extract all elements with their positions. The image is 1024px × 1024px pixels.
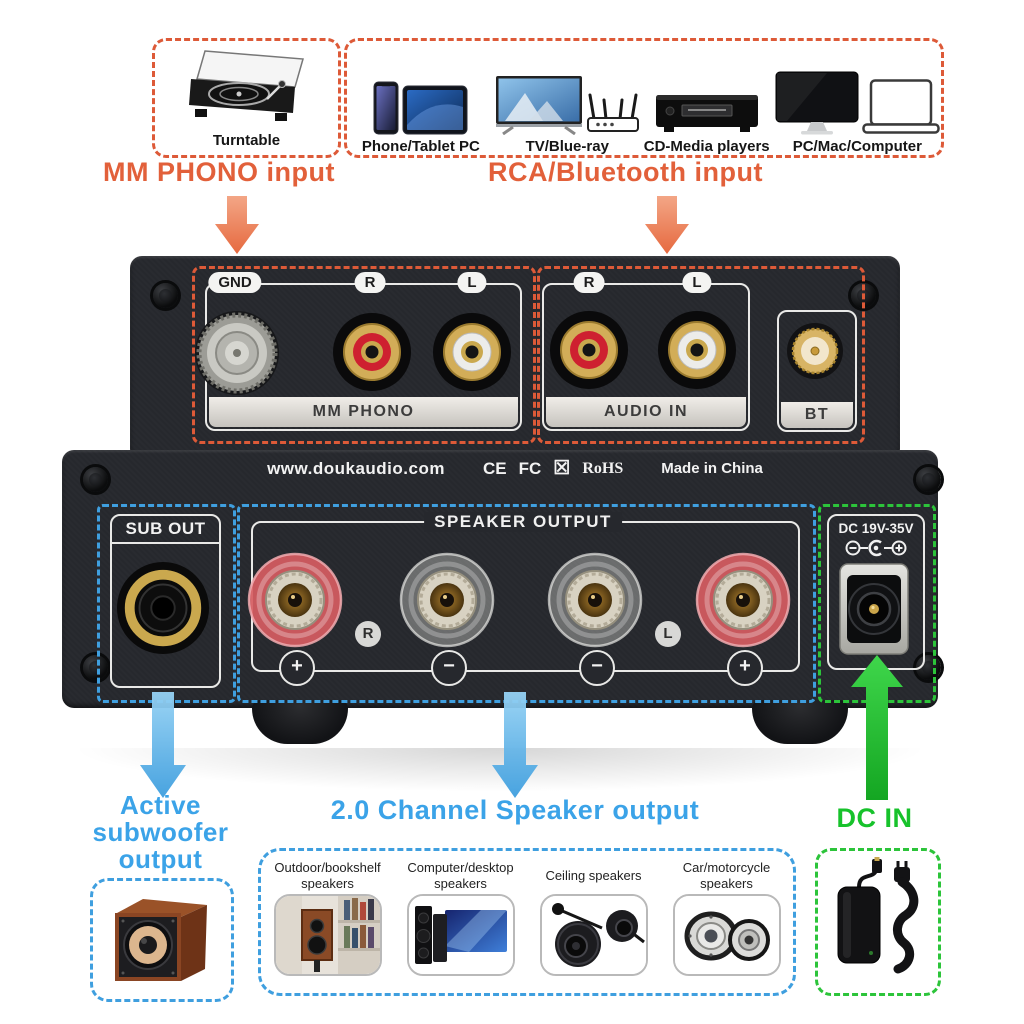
turntable-icon bbox=[189, 50, 304, 121]
audio-right-label: R bbox=[573, 272, 605, 293]
car-speakers-image bbox=[672, 894, 781, 976]
terminal-minus: − bbox=[579, 650, 615, 686]
screw bbox=[83, 467, 108, 492]
speaker-type-desktop: Computer/desktop speakers bbox=[394, 851, 527, 993]
mm-phono-callout-box bbox=[192, 266, 536, 444]
audio-left-label: L bbox=[682, 272, 712, 293]
arrow-up-icon bbox=[851, 655, 903, 800]
power-adapter-group bbox=[815, 848, 941, 996]
gnd-label: GND bbox=[208, 272, 262, 293]
source-cd-player: CD-Media players bbox=[640, 41, 774, 155]
speaker-output-callout-box bbox=[237, 504, 816, 703]
cd-player-icon bbox=[655, 95, 758, 132]
terminal-minus: − bbox=[431, 650, 467, 686]
tablet-icon bbox=[402, 85, 468, 135]
mm-phono-input-heading: MM PHONO input bbox=[103, 157, 335, 187]
sub-out-section: SUB OUT bbox=[110, 514, 221, 688]
subwoofer-output-heading: Active subwoofer output bbox=[92, 790, 229, 874]
ce-mark-icon: CE bbox=[482, 458, 507, 478]
speaker-type-bookshelf: Outdoor/bookshelf speakers bbox=[261, 851, 394, 993]
pc-mac-label: PC/Mac/Computer bbox=[792, 138, 922, 155]
imac-icon bbox=[775, 71, 859, 135]
turntable-group: Turntable bbox=[152, 38, 341, 158]
rca-bluetooth-input-heading: RCA/Bluetooth input bbox=[488, 157, 763, 187]
rca-bt-callout-box bbox=[537, 266, 865, 444]
arrow-down-icon bbox=[645, 196, 689, 254]
source-tv-bluray: TV/Blue-ray bbox=[495, 41, 640, 155]
router-icon bbox=[586, 93, 639, 132]
speaker-type-car: Car/motorcycle speakers bbox=[660, 851, 793, 993]
bt-antenna-connector bbox=[787, 323, 843, 379]
screw bbox=[916, 467, 941, 492]
binding-post-red bbox=[695, 552, 791, 648]
tv-bluray-label: TV/Blue-ray bbox=[525, 138, 609, 155]
terminal-plus: + bbox=[279, 650, 315, 686]
screw bbox=[153, 283, 178, 308]
speaker-right-label: R bbox=[355, 621, 381, 647]
power-adapter-icon bbox=[837, 857, 919, 974]
rohs-mark-icon: RoHS bbox=[582, 459, 624, 477]
audio-in-title: AUDIO IN bbox=[546, 397, 746, 427]
arrow-down-icon bbox=[140, 692, 186, 798]
mm-phono-section: MM PHONO bbox=[205, 283, 522, 431]
brand-row: www.doukaudio.com CE FC ☒ RoHS Made in C… bbox=[130, 457, 900, 480]
fcc-mark-icon: FC bbox=[518, 458, 542, 478]
speaker-type-ceiling: Ceiling speakers bbox=[527, 851, 660, 993]
rca-jack-red bbox=[550, 311, 628, 389]
terminal-plus: + bbox=[727, 650, 763, 686]
amp-foot bbox=[252, 700, 348, 744]
sub-out-title: SUB OUT bbox=[112, 516, 219, 544]
binding-post-black bbox=[399, 552, 495, 648]
dc-jack bbox=[839, 563, 909, 655]
tv-icon bbox=[495, 76, 582, 135]
cd-player-label: CD-Media players bbox=[643, 138, 770, 155]
audio-in-section: AUDIO IN bbox=[542, 283, 750, 431]
made-in-text: Made in China bbox=[661, 460, 763, 477]
desktop-speakers-label: Computer/desktop speakers bbox=[407, 860, 514, 891]
rca-jack-white bbox=[433, 313, 511, 391]
arrow-down-icon bbox=[492, 692, 538, 798]
gnd-terminal bbox=[195, 311, 279, 395]
rca-jack-red bbox=[333, 313, 411, 391]
subwoofer-icon bbox=[115, 899, 207, 981]
laptop-icon bbox=[862, 79, 940, 134]
ceiling-speakers-image bbox=[539, 894, 648, 976]
speaker-output-heading: 2.0 Channel Speaker output bbox=[330, 795, 700, 825]
phono-left-label: L bbox=[457, 272, 487, 293]
phono-right-label: R bbox=[354, 272, 386, 293]
bookshelf-speakers-image bbox=[273, 894, 382, 976]
phone-tablet-label: Phone/Tablet PC bbox=[361, 138, 480, 155]
speaker-types-group: Outdoor/bookshelf speakers Computer/desk… bbox=[258, 848, 796, 996]
car-speakers-label: Car/motorcycle speakers bbox=[682, 860, 771, 891]
bt-section: BT bbox=[777, 310, 857, 432]
arrow-down-icon bbox=[215, 196, 259, 254]
dc-in-heading: DC IN bbox=[836, 803, 913, 833]
binding-post-black bbox=[547, 552, 643, 648]
source-phone-tablet: Phone/Tablet PC bbox=[347, 41, 495, 155]
source-devices-group: Phone/Tablet PC bbox=[344, 38, 944, 158]
binding-post-red bbox=[247, 552, 343, 648]
sub-rca-jack bbox=[116, 561, 210, 655]
subwoofer-group bbox=[90, 878, 234, 1002]
desktop-speakers-image bbox=[406, 894, 515, 976]
dc-polarity-icon bbox=[845, 539, 907, 557]
ceiling-speakers-label: Ceiling speakers bbox=[545, 868, 642, 884]
website-text: www.doukaudio.com bbox=[267, 458, 445, 478]
turntable-label: Turntable bbox=[212, 132, 281, 149]
rca-jack-white bbox=[658, 311, 736, 389]
dc-voltage-label: DC 19V-35V bbox=[838, 521, 914, 536]
amp-foot bbox=[752, 700, 848, 744]
source-pc-mac: PC/Mac/Computer bbox=[774, 41, 941, 155]
mm-phono-title: MM PHONO bbox=[209, 397, 518, 427]
bookshelf-speakers-label: Outdoor/bookshelf speakers bbox=[274, 860, 381, 891]
speaker-left-label: L bbox=[655, 621, 681, 647]
speaker-output-title: SPEAKER OUTPUT bbox=[424, 512, 622, 532]
bt-title: BT bbox=[781, 402, 853, 428]
weee-bin-icon: ☒ bbox=[553, 458, 571, 479]
phone-icon bbox=[373, 81, 399, 135]
